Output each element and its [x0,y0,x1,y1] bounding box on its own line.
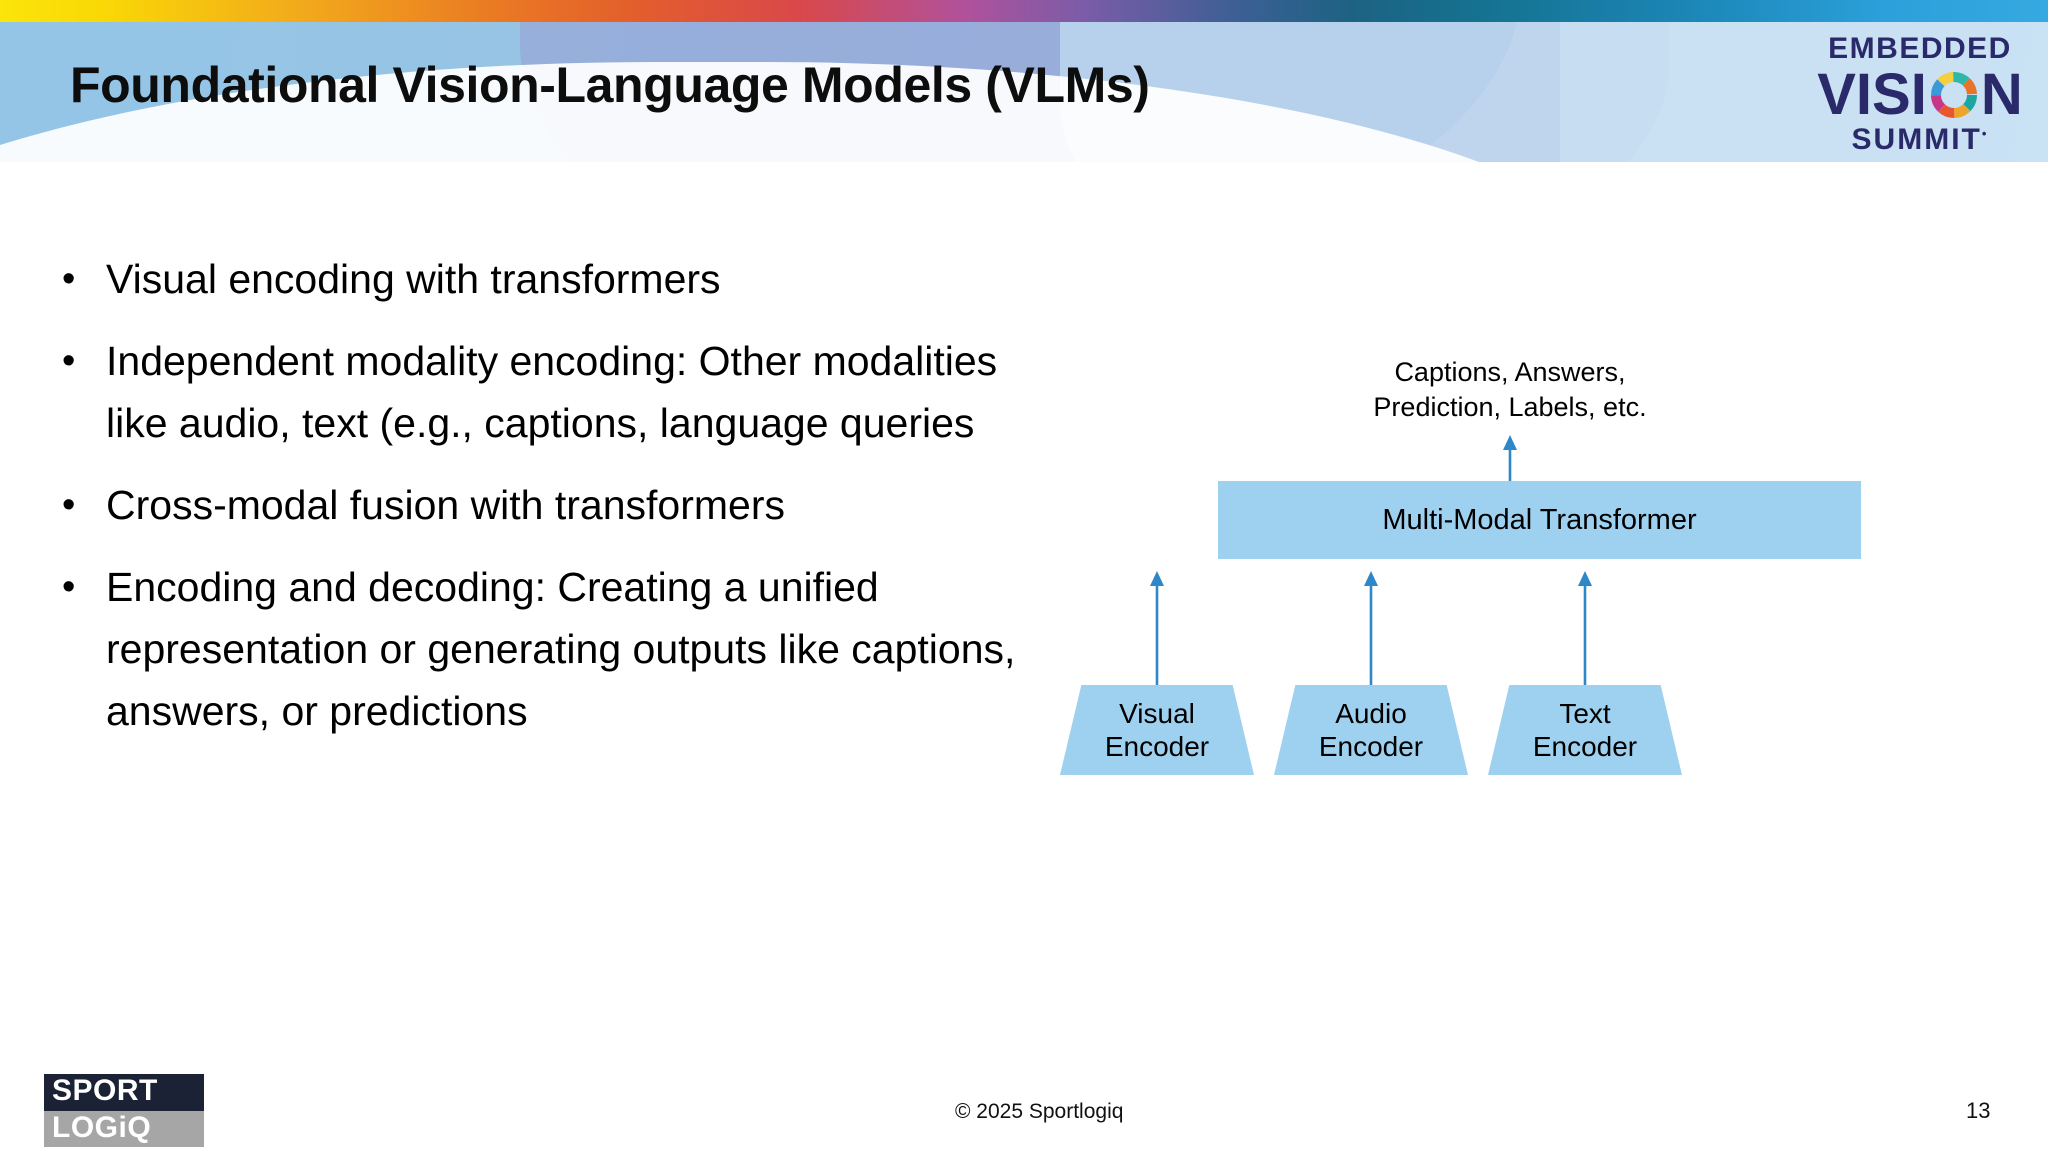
sportlogiq-logo: SPORT LOGiQ [44,1074,204,1148]
arrow-visual-encoder-to-transformer-icon [1148,571,1166,689]
bullet-list: • Visual encoding with transformers • In… [56,248,1016,762]
sportlogiq-logo-top: SPORT [44,1074,204,1111]
logo-vision-right: N [1980,62,2023,127]
audio-encoder-label-line1: Audio [1335,697,1407,729]
bullet-marker-icon: • [62,566,76,608]
slide-header-banner [0,22,2048,162]
logo-line-embedded: EMBEDDED [1828,32,2012,65]
logo-summit-text: SUMMIT [1851,123,1982,156]
embedded-vision-summit-logo: EMBEDDED VISI N SUMMIT• [1805,34,2035,164]
text-encoder-block: Text Encoder [1488,685,1682,775]
bullet-marker-icon: • [62,484,76,526]
text-encoder-label-line2: Encoder [1532,731,1638,762]
bullet-text: Independent modality encoding: Other mod… [106,338,998,446]
bullet-text: Encoding and decoding: Creating a unifie… [106,564,1016,734]
diagram-output-caption: Captions, Answers, Prediction, Labels, e… [1300,355,1720,424]
list-item: • Visual encoding with transformers [56,248,1016,310]
text-encoder-label-line1: Text [1559,697,1611,729]
multicolor-ring-icon [1930,72,1977,118]
accent-gradient-bar [0,0,2048,22]
logo-vision-left: VISI [1817,62,1927,127]
list-item: • Encoding and decoding: Creating a unif… [56,556,1016,742]
arrow-transformer-to-output-icon [1501,435,1519,483]
arrow-audio-encoder-to-transformer-icon [1362,571,1380,689]
output-caption-line-1: Captions, Answers, [1394,357,1626,387]
logo-line-summit: SUMMIT• [1805,125,2035,155]
sportlogiq-logo-bottom: LOGiQ [44,1110,204,1148]
visual-encoder-block: Visual Encoder [1060,685,1254,775]
multimodal-transformer-label: Multi-Modal Transformer [1382,503,1697,536]
list-item: • Cross-modal fusion with transformers [56,474,1016,536]
slide-number: 13 [1966,1098,1991,1123]
visual-encoder-label-line1: Visual [1119,697,1195,729]
multimodal-transformer-box: Multi-Modal Transformer [1218,481,1861,559]
vlm-architecture-diagram: Captions, Answers, Prediction, Labels, e… [1060,355,1980,815]
audio-encoder-block: Audio Encoder [1274,685,1468,775]
list-item: • Independent modality encoding: Other m… [56,330,1016,454]
audio-encoder-label-line2: Encoder [1318,731,1424,762]
copyright-text: © 2025 Sportlogiq [955,1100,1124,1123]
visual-encoder-label-line2: Encoder [1104,731,1210,762]
bullet-text: Cross-modal fusion with transformers [106,482,785,528]
bullet-marker-icon: • [62,258,76,300]
arrow-text-encoder-to-transformer-icon [1576,571,1594,689]
logo-trademark: • [1981,126,1989,141]
output-caption-line-2: Prediction, Labels, etc. [1373,391,1647,422]
logo-line-vision: VISI N [1805,66,2035,124]
bullet-text: Visual encoding with transformers [106,256,721,302]
page-title: Foundational Vision-Language Models (VLM… [70,57,1150,113]
bullet-marker-icon: • [62,340,76,382]
